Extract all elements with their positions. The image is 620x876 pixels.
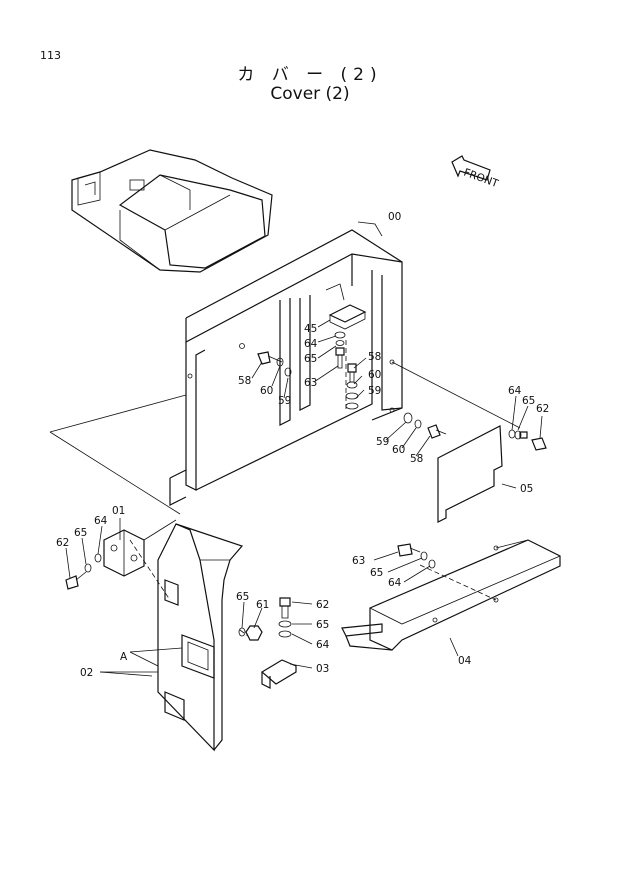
rail-04 [341,539,561,651]
callout-65c: 65 [74,527,87,539]
callout-60a: 60 [260,385,273,397]
callout-45: 45 [304,323,317,335]
callout-64f: 64 [316,639,330,651]
page-number: 113 [40,49,61,62]
callout-60b: 60 [368,369,381,381]
cover-panel-02 [157,523,244,752]
guide-lines [49,340,521,637]
callout-65b: 65 [522,395,535,407]
callout-65e: 65 [236,591,249,603]
callout-64b: 64 [508,385,522,397]
title-japanese: カ バ ー (2) [237,65,383,85]
callout-63d: 63 [352,555,365,567]
machine-overview-illustration [71,149,273,273]
callout-60c: 60 [392,444,405,456]
side-plate-05 [437,425,547,523]
callout-A: A [120,651,128,663]
callout-58a: 58 [238,375,251,387]
title-english: Cover (2) [270,84,350,104]
callout-62f: 62 [316,599,329,611]
callout-62c: 62 [56,537,69,549]
callout-64c: 64 [94,515,108,527]
callout-62b: 62 [536,403,549,415]
callout-64d: 64 [388,577,402,589]
cover-frame-00 [169,229,403,506]
callout-61e: 61 [256,599,269,611]
callout-65f: 65 [316,619,329,631]
callout-65a: 65 [304,353,317,365]
front-arrow-icon: FRONT [451,155,500,191]
bracket-03 [260,597,297,689]
callout-58c: 58 [410,453,423,465]
callout-59a: 59 [278,395,291,407]
callout-63a: 63 [304,377,317,389]
bracket-01 [65,519,177,590]
callout-01: 01 [112,505,125,517]
callout-58b: 58 [368,351,381,363]
front-label: FRONT [462,167,500,191]
callout-65d: 65 [370,567,383,579]
callout-00: 00 [388,211,401,223]
callout-05: 05 [520,483,533,495]
callout-02: 02 [80,667,93,679]
callout-03: 03 [316,663,329,675]
callout-59b: 59 [368,385,381,397]
bracket-45 [325,283,367,330]
fasteners-61-65 [238,625,263,641]
callout-04: 04 [458,655,472,667]
leader-lines [65,221,543,677]
callout-59c: 59 [376,436,389,448]
callout-64a: 64 [304,338,318,350]
callout-labels: 00 45 64 65 63 58 60 59 58 60 59 59 60 5… [56,211,549,679]
